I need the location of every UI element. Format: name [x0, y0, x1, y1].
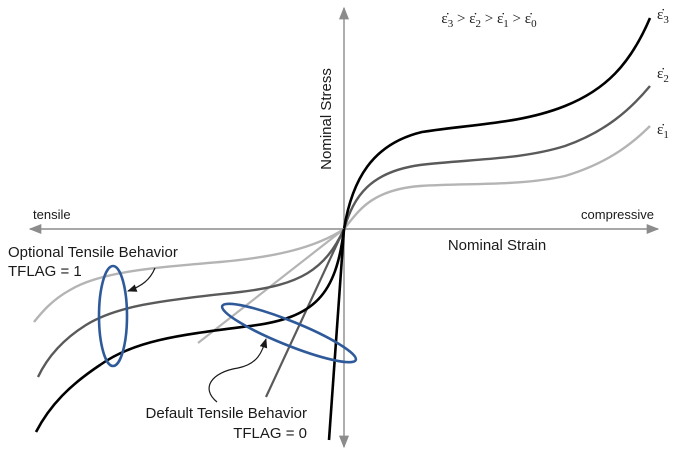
strain-rate-inequality: ε̇3 > ε̇2 > ε̇1 > ε̇0	[441, 11, 537, 30]
optional-behavior-ellipse	[97, 264, 129, 368]
default-behavior-title: Default Tensile Behavior	[146, 405, 307, 422]
curve-eps3-tensile	[34, 228, 346, 433]
curve-eps2-tensile	[36, 228, 346, 378]
optional-behavior-title: Optional Tensile Behavior	[8, 244, 178, 261]
optional-behavior-flag: TFLAG = 1	[8, 263, 82, 280]
curve-eps3-compressive	[342, 17, 652, 230]
curve-label-eps2: ε̇2	[657, 66, 669, 85]
curve-label-eps3: ε̇3	[657, 7, 669, 26]
x-axis-label: Nominal Strain	[448, 237, 546, 254]
default-behavior-flag: TFLAG = 0	[233, 425, 307, 442]
curve-eps1-compressive	[343, 125, 651, 230]
tensile-line-eps2	[265, 228, 345, 398]
tensile-label: tensile	[33, 207, 71, 222]
compressive-label: compressive	[581, 207, 654, 222]
default-behavior-ellipse	[220, 302, 358, 364]
default-pointer-arrow	[208, 338, 268, 403]
y-axis-label: Nominal Stress	[318, 68, 335, 170]
curve-eps2-compressive	[342, 85, 651, 230]
curve-label-eps1: ε̇1	[657, 122, 669, 141]
tensile-line-eps3	[327, 228, 346, 441]
optional-pointer-arrow	[127, 267, 156, 292]
